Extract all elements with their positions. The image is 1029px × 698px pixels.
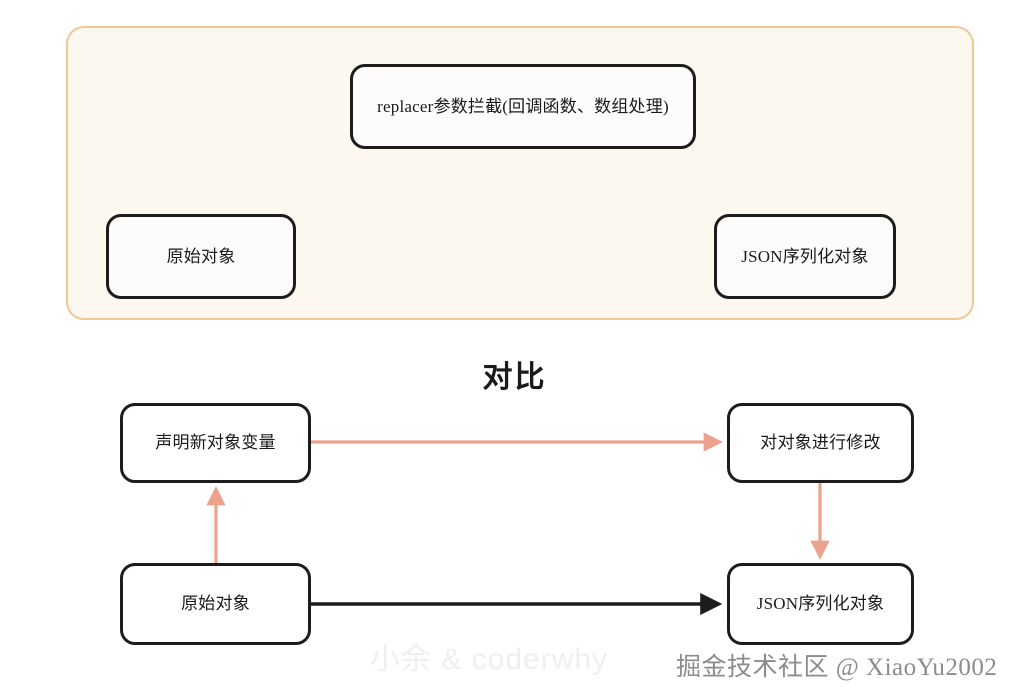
node-modify-object[interactable]: 对对象进行修改	[727, 403, 914, 483]
node-source-object-bottom[interactable]: 原始对象	[120, 563, 311, 645]
node-json-serialized-object-top[interactable]: JSON序列化对象	[714, 214, 896, 299]
node-source-object-top[interactable]: 原始对象	[106, 214, 296, 299]
section-title-comparison: 对比	[482, 361, 547, 394]
node-replacer-interception[interactable]: replacer参数拦截(回调函数、数组处理)	[350, 64, 696, 149]
node-declare-new-variable[interactable]: 声明新对象变量	[120, 403, 311, 483]
node-json-serialized-object-bottom[interactable]: JSON序列化对象	[727, 563, 914, 645]
